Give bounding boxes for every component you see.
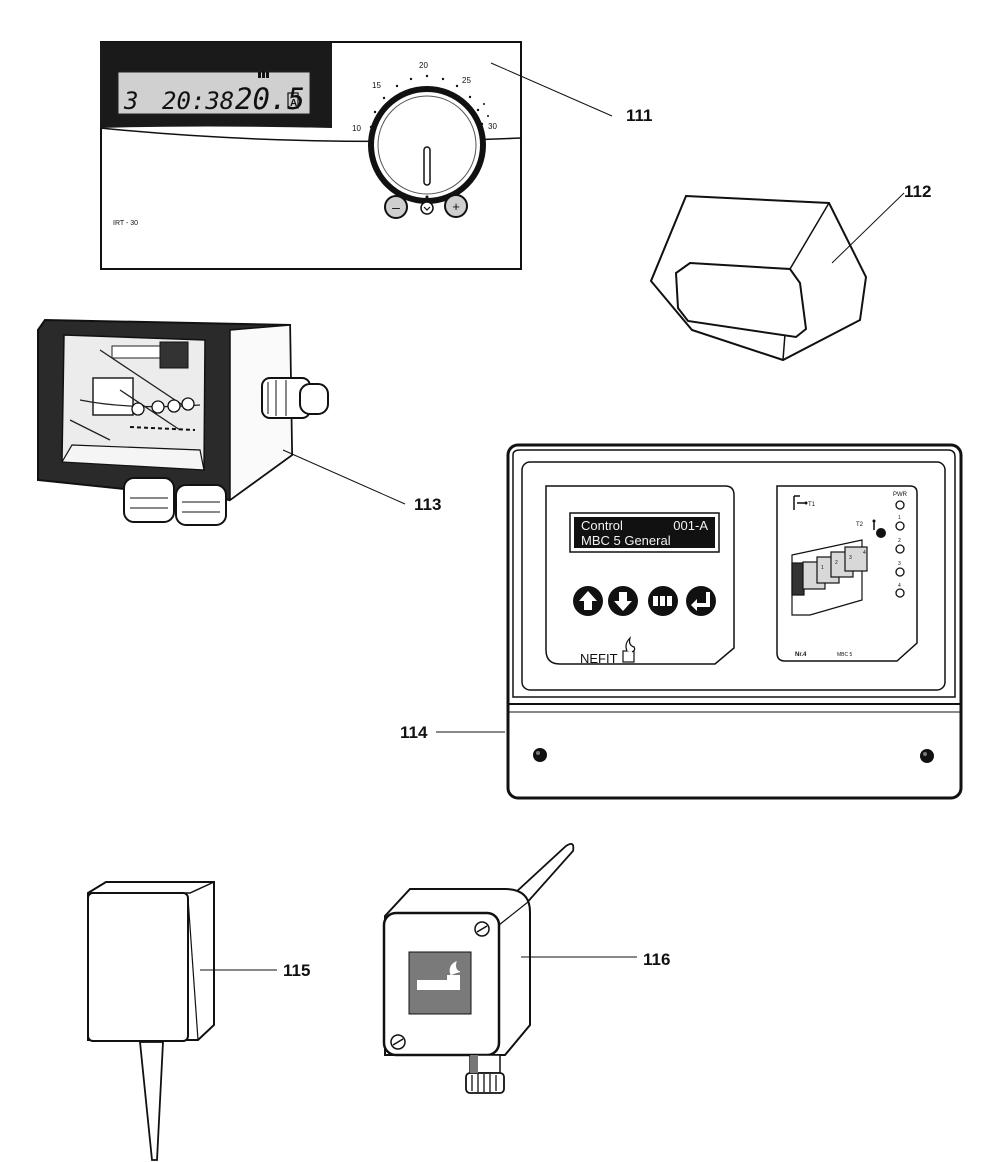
cable-glands-bottom	[123, 477, 227, 526]
t1-sensor-icon	[793, 495, 808, 510]
t1-label: T1	[808, 502, 816, 508]
ref-113: 113	[414, 495, 441, 514]
relay-module	[37, 318, 329, 526]
menu-icon	[653, 596, 672, 606]
cable-gland-side	[261, 377, 329, 419]
t2-sensor-icon	[876, 528, 886, 538]
display-line1-left: Control	[581, 518, 623, 533]
lcd-temperature: 20.5	[235, 82, 305, 116]
sensor-cable-gland	[465, 1054, 505, 1094]
dial-tick-10: 10	[352, 124, 361, 133]
led-label-4: 4	[898, 583, 901, 589]
leader-line-113	[282, 449, 406, 505]
flame-logo-icon	[622, 635, 636, 663]
key-up-button[interactable]	[573, 586, 603, 616]
led-label-2: 2	[898, 538, 901, 544]
dial-tick-30: 30	[488, 122, 497, 131]
brand-logo: NEFIT	[580, 651, 618, 666]
key-enter-button[interactable]	[686, 586, 716, 616]
flame-indicator-icon	[258, 71, 269, 78]
screw-right-icon	[920, 749, 934, 763]
ref-112: 112	[904, 182, 931, 201]
t2-label: T2	[856, 522, 864, 528]
immersion-sensor	[87, 881, 215, 1161]
thermostat-model: IRT - 30	[113, 220, 138, 227]
ref-111: 111	[626, 106, 653, 125]
ref-115: 115	[283, 961, 310, 980]
led-label-1: 1	[898, 515, 901, 521]
pwr-led	[895, 500, 905, 510]
panel-footer-left: Nr.4	[795, 652, 807, 658]
led-1	[895, 521, 905, 531]
ref-116: 116	[643, 950, 670, 969]
mode-button[interactable]	[420, 201, 434, 215]
led-2	[895, 544, 905, 554]
stage-label-4: 4	[863, 550, 866, 556]
led-3	[895, 567, 905, 577]
dial-tick-15: 15	[372, 81, 381, 90]
key-down-button[interactable]	[608, 586, 638, 616]
chevron-down-icon	[423, 206, 431, 211]
arrow-up-icon	[579, 591, 597, 610]
plus-button[interactable]: +	[444, 194, 468, 218]
lcd-time: 20:38	[162, 87, 234, 115]
panel-footer-right: MBC 5	[837, 652, 853, 658]
stage-label-1: 1	[821, 565, 824, 571]
boiler-controller: Control 001-A MBC 5 General NEFIT	[506, 443, 963, 800]
led-label-3: 3	[898, 561, 901, 567]
thermostat-lcd	[117, 71, 311, 115]
lcd-mode: A	[290, 98, 297, 109]
minus-label: –	[392, 199, 400, 215]
led-4	[895, 588, 905, 598]
screw-bottom-left-icon	[390, 1034, 406, 1050]
plus-label: +	[452, 199, 460, 214]
duct-sensor	[382, 842, 575, 1094]
cascade-schematic	[791, 539, 868, 616]
display-line2: MBC 5 General	[581, 533, 671, 548]
stage-label-3: 3	[849, 555, 852, 561]
dial-tick-20: 20	[419, 61, 428, 70]
screw-left-icon	[533, 748, 547, 762]
minus-button[interactable]: –	[384, 195, 408, 219]
dial-tick-25: 25	[462, 76, 471, 85]
controller-display: Control 001-A MBC 5 General	[569, 512, 720, 553]
leader-line-111	[490, 62, 613, 117]
room-thermostat: 3 20:38 20.5 A 10 15 20 25 3	[99, 41, 522, 270]
ref-114: 114	[400, 723, 428, 742]
arrow-down-icon	[614, 592, 632, 611]
outdoor-sensor	[649, 194, 868, 362]
lcd-day: 3	[123, 87, 138, 115]
key-menu-button[interactable]	[648, 586, 678, 616]
stage-label-2: 2	[835, 560, 838, 566]
setpoint-dial[interactable]	[368, 74, 489, 204]
enter-icon	[691, 592, 710, 611]
screw-top-right-icon	[474, 921, 490, 937]
pwr-label: PWR	[893, 492, 908, 498]
sensor-symbol-icon	[417, 961, 461, 990]
leader-line-112	[831, 192, 905, 264]
display-line1-right: 001-A	[673, 518, 708, 533]
